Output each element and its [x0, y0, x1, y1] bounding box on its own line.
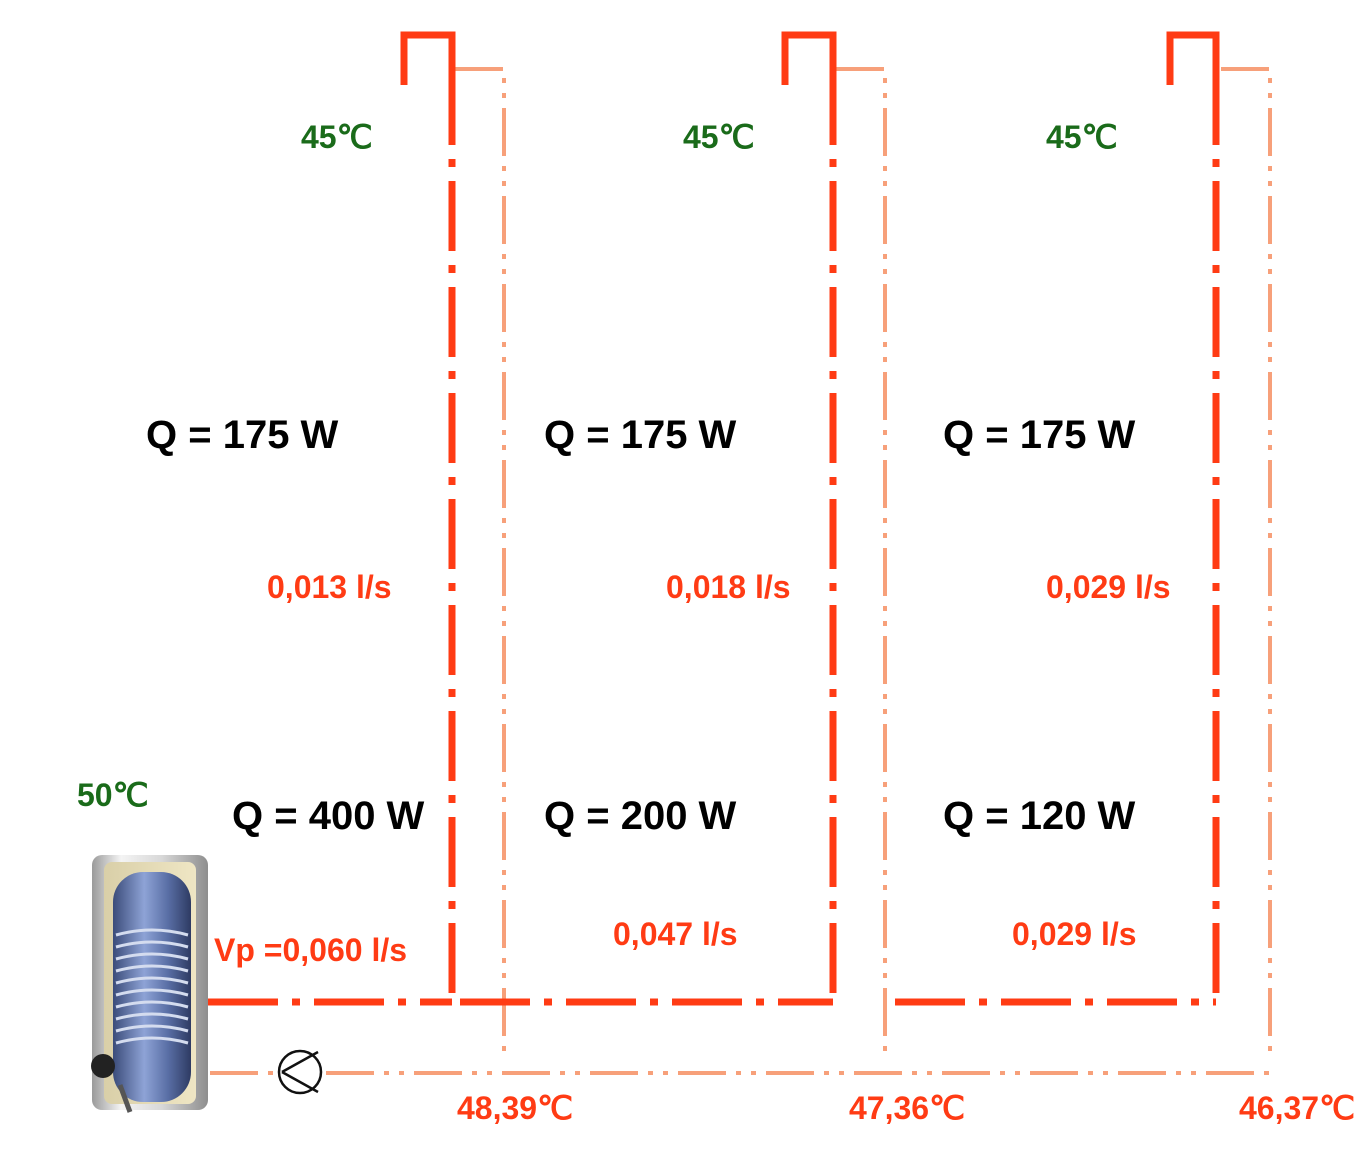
- source-temperature: 50℃: [77, 777, 149, 813]
- storage-tank-icon: [91, 855, 208, 1113]
- heat-loss-branch-2: Q = 200 W: [544, 794, 737, 838]
- branch-flow-2: 0,047 l/s: [613, 916, 738, 952]
- supply-pipes: [400, 31, 1220, 85]
- heat-loss-branch-1: Q = 400 W: [232, 794, 425, 838]
- riser-flow-1: 0,013 l/s: [267, 569, 392, 605]
- tap-temp-3: 45℃: [1046, 119, 1118, 155]
- tap-loop-3: [1166, 31, 1220, 85]
- tap-loop-2: [781, 31, 837, 85]
- return-riser-1: [455, 67, 506, 1057]
- branch-flow-3: 0,029 l/s: [1012, 916, 1137, 952]
- return-temp-3: 46,37℃: [1239, 1090, 1356, 1126]
- heat-loss-riser-2: Q = 175 W: [544, 413, 737, 457]
- tap-loop-1: [400, 31, 456, 85]
- riser-flow-2: 0,018 l/s: [666, 569, 791, 605]
- return-pipes: [210, 67, 1272, 1075]
- riser-flow-3: 0,029 l/s: [1046, 569, 1171, 605]
- heat-loss-branch-3: Q = 120 W: [943, 794, 1136, 838]
- return-riser-2: [836, 67, 887, 1057]
- circulation-pump-icon: [277, 1049, 323, 1095]
- heat-loss-riser-1: Q = 175 W: [146, 413, 339, 457]
- return-temp-1: 48,39℃: [457, 1090, 574, 1126]
- return-temp-2: 47,36℃: [849, 1090, 966, 1126]
- supply-dashed: [208, 75, 1220, 1006]
- pump-flow: Vp =0,060 l/s: [214, 932, 408, 968]
- tap-temp-2: 45℃: [683, 119, 755, 155]
- tap-temp-1: 45℃: [301, 119, 373, 155]
- return-riser-3: [1221, 67, 1272, 1057]
- heat-loss-riser-3: Q = 175 W: [943, 413, 1136, 457]
